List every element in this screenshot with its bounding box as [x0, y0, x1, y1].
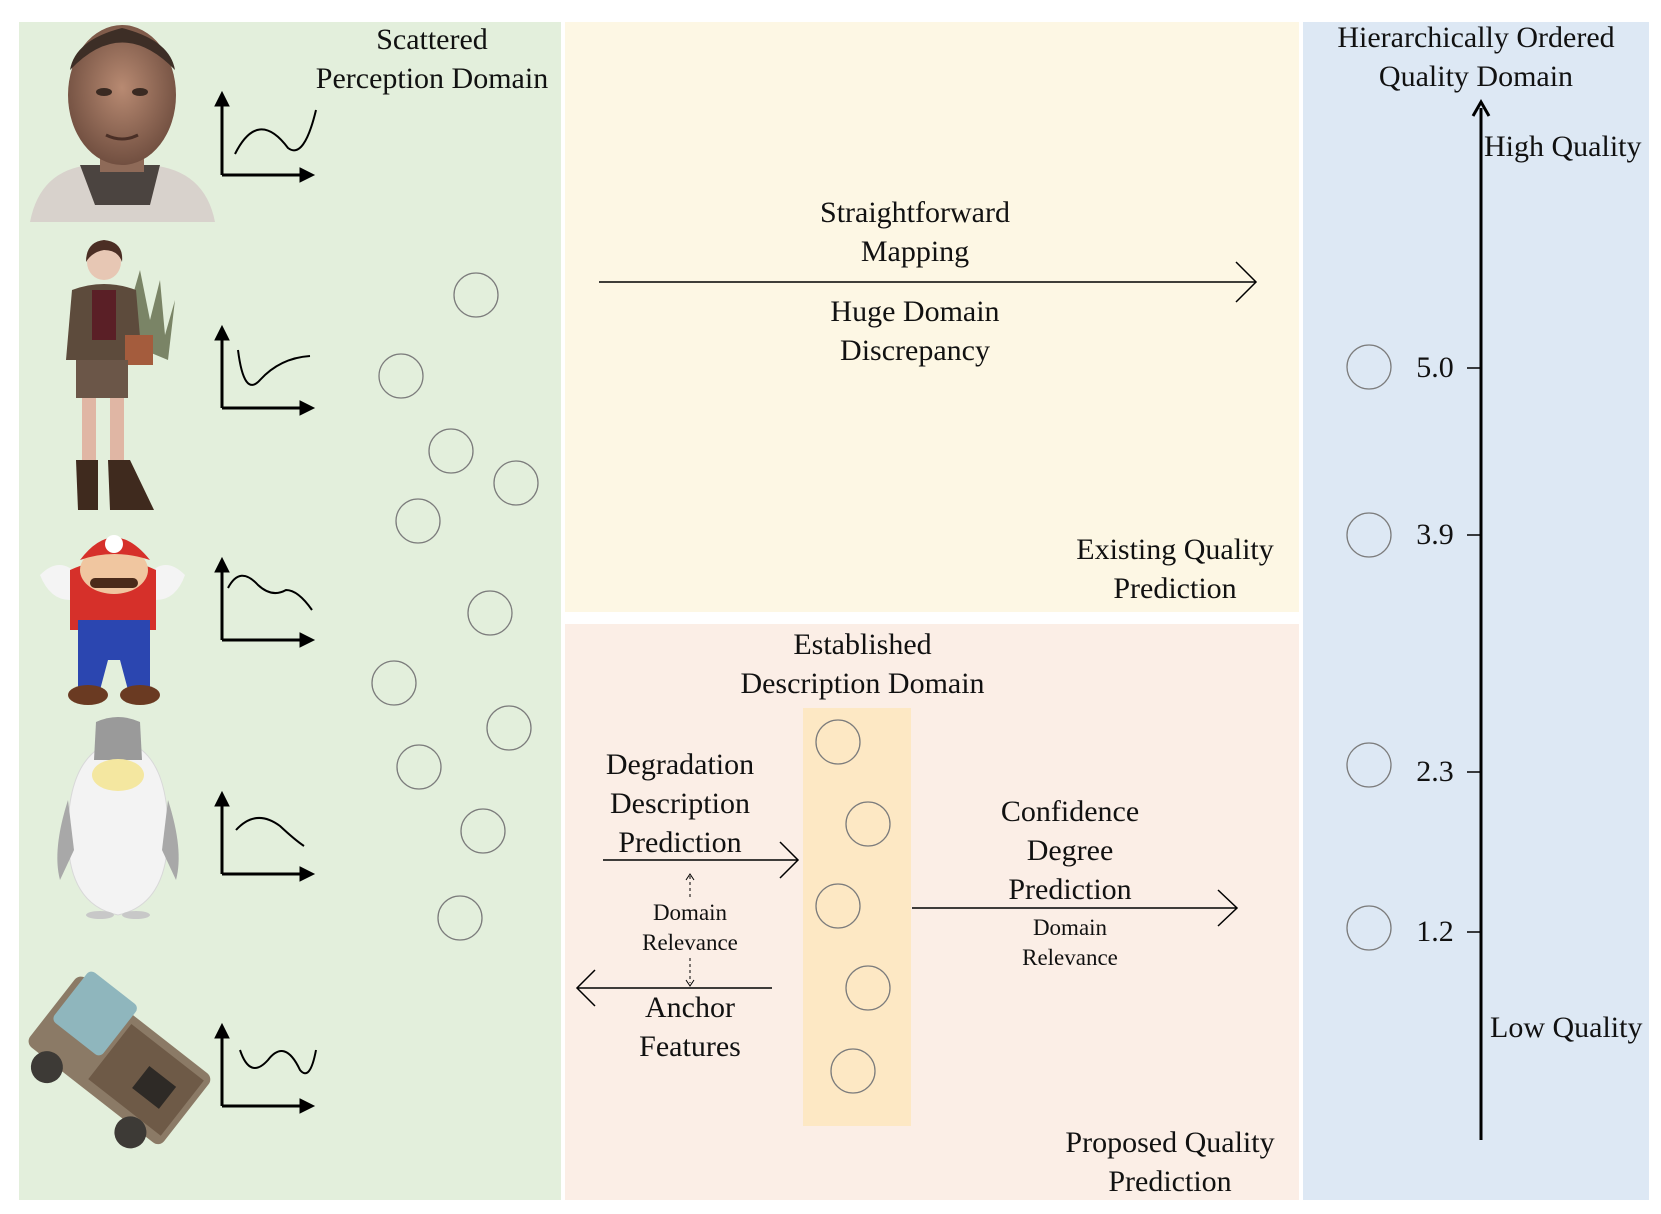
quality-circle [1346, 344, 1392, 390]
quality-title-line-1: Hierarchically Ordered [1337, 21, 1615, 54]
existing-caption-line-1: Existing Quality [1076, 533, 1274, 566]
distribution-plot-2 [214, 324, 316, 416]
man-portrait-image [30, 25, 215, 222]
distribution-plot-1 [214, 90, 317, 183]
discrepancy-line-2: Discrepancy [840, 334, 990, 367]
feature-circle [453, 272, 499, 318]
feature-circle [428, 428, 474, 474]
confidence-arrow [912, 889, 1239, 927]
scattered-title-line-1: Scattered [376, 23, 488, 56]
proposed-prediction-panel [565, 624, 1299, 1200]
description-feature-circles [815, 719, 891, 1094]
anchor-arrow [575, 969, 772, 1007]
quality-circle [1346, 512, 1392, 558]
straightforward-mapping-arrow [599, 261, 1258, 303]
domain-relevance-right-label: Domain Relevance [1000, 913, 1140, 973]
confidence-line-2: Degree [1026, 834, 1114, 867]
quality-title-line-2: Quality Domain [1378, 60, 1574, 93]
confidence-line-1: Confidence [1000, 795, 1140, 828]
relevance-dashed-link [685, 873, 695, 987]
proposed-caption-line-2: Prediction [1108, 1165, 1232, 1198]
ordered-quality-circles [1346, 344, 1392, 951]
low-quality-label: Low Quality [1490, 1011, 1643, 1044]
domain-relevance-left-label: Domain Relevance [620, 898, 760, 958]
confidence-degree-label: Confidence Degree Prediction [960, 792, 1180, 909]
feature-circle [467, 590, 513, 636]
degradation-line-2: Description [610, 787, 750, 820]
relevance-right-line-2: Relevance [1022, 944, 1118, 970]
mapping-line-1: Straightforward [820, 196, 1010, 229]
scattered-domain-title: Scattered Perception Domain [302, 20, 562, 98]
mario-figure-image [40, 535, 185, 705]
quality-domain-title: Hierarchically Ordered Quality Domain [1303, 18, 1649, 96]
feature-circle [378, 353, 424, 399]
quality-circle [1346, 905, 1392, 951]
confidence-line-3: Prediction [1008, 873, 1132, 906]
feature-circle [395, 498, 441, 544]
feature-circle [437, 895, 483, 941]
description-circle [815, 719, 861, 765]
high-quality-label: High Quality [1484, 130, 1642, 163]
score-label-5-0: 5.0 [1416, 351, 1454, 384]
quality-domain-panel [1303, 22, 1649, 1200]
feature-circle [460, 808, 506, 854]
proposed-caption-line-1: Proposed Quality [1065, 1126, 1275, 1159]
toy-truck-image [28, 971, 211, 1149]
domain-discrepancy-label: Huge Domain Discrepancy [770, 292, 1060, 370]
anchor-features-label: Anchor Features [600, 988, 780, 1066]
scattered-title-line-2: Perception Domain [315, 62, 549, 95]
description-title-line-1: Established [793, 628, 932, 661]
relevance-left-line-2: Relevance [642, 929, 738, 955]
existing-prediction-panel [565, 22, 1299, 612]
feature-circle [486, 705, 532, 751]
anchor-line-2: Features [639, 1030, 741, 1063]
scattered-feature-circles [371, 272, 539, 941]
quality-circle [1346, 742, 1392, 788]
description-circle [845, 965, 891, 1011]
description-title-line-2: Description Domain [740, 667, 985, 700]
feature-circle [493, 460, 539, 506]
score-label-3-9: 3.9 [1416, 518, 1454, 551]
existing-quality-caption: Existing Quality Prediction [1050, 530, 1300, 608]
feature-circle [371, 660, 417, 706]
feature-circle [396, 744, 442, 790]
anchor-line-1: Anchor [645, 991, 735, 1024]
relevance-right-line-1: Domain [1032, 915, 1108, 940]
score-label-1-2: 1.2 [1416, 915, 1454, 948]
description-circle [830, 1048, 876, 1094]
distribution-plot-5 [214, 1022, 317, 1114]
discrepancy-line-1: Huge Domain [830, 295, 1000, 328]
girl-with-plant-image [66, 240, 175, 510]
distribution-plot-3 [214, 556, 316, 648]
proposed-quality-caption: Proposed Quality Prediction [1045, 1123, 1295, 1201]
degradation-prediction-label: Degradation Description Prediction [580, 745, 780, 862]
relevance-left-line-1: Domain [652, 900, 728, 925]
existing-caption-line-2: Prediction [1113, 572, 1237, 605]
degradation-line-1: Degradation [605, 748, 755, 781]
description-domain-title: Established Description Domain [700, 625, 1025, 703]
degradation-arrow [603, 841, 800, 879]
penguin-image [57, 717, 179, 919]
distribution-plot-4 [214, 790, 316, 882]
description-circle [845, 801, 891, 847]
mapping-line-2: Mapping [860, 235, 970, 268]
description-circle [815, 883, 861, 929]
degradation-line-3: Prediction [618, 826, 742, 859]
quality-axis [1467, 98, 1491, 1140]
score-label-2-3: 2.3 [1416, 755, 1454, 788]
straightforward-mapping-label: Straightforward Mapping [770, 193, 1060, 271]
